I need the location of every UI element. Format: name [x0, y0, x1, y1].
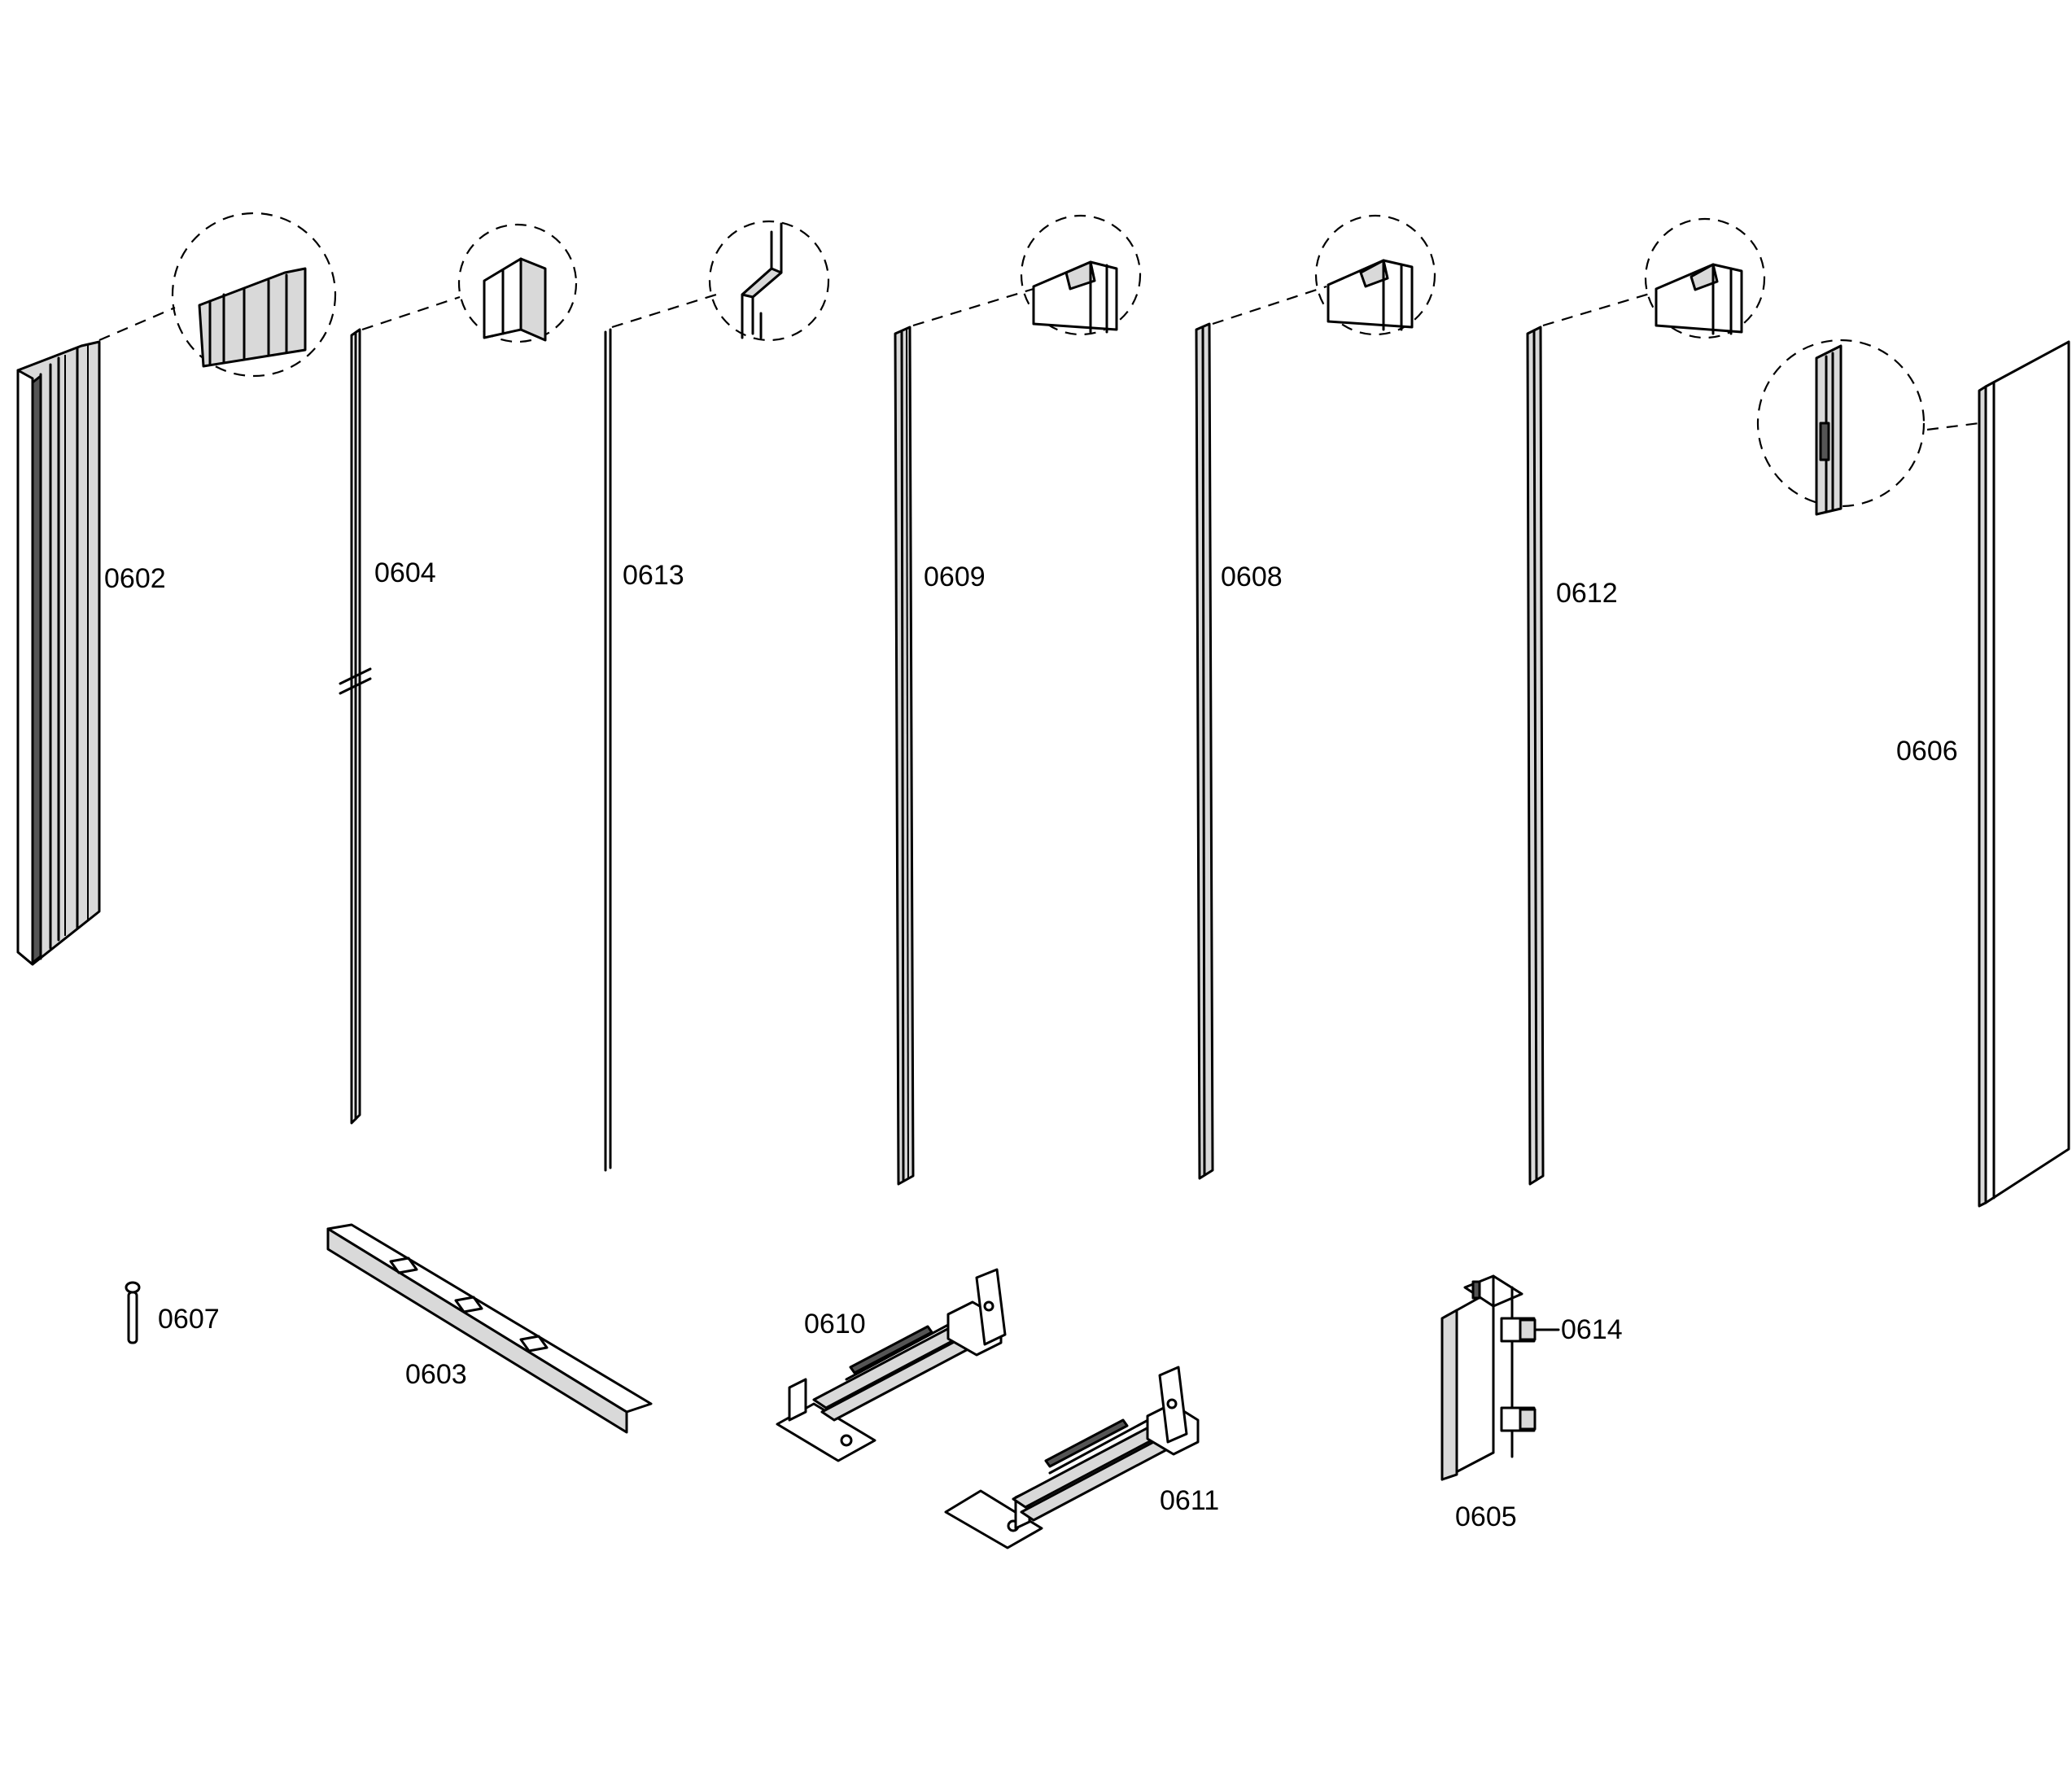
- part-0603: [326, 1223, 653, 1434]
- detail-circle-0602: [171, 212, 337, 378]
- part-0614: [1500, 1317, 1560, 1432]
- part-0610: [776, 1268, 1007, 1462]
- part-0612: [1526, 217, 1766, 1186]
- detail-circle-0609: [1020, 214, 1142, 336]
- label-0602: 0602: [104, 563, 166, 594]
- part-0604: [339, 223, 578, 1125]
- part-0607: [125, 1281, 141, 1344]
- label-0603: 0603: [405, 1359, 467, 1390]
- label-0612: 0612: [1556, 578, 1618, 609]
- label-0606: 0606: [1896, 736, 1958, 767]
- part-0608: [1195, 214, 1436, 1180]
- part-0602: [16, 212, 337, 966]
- detail-circle-0606: [1756, 339, 1926, 508]
- detail-circle-0604: [457, 223, 578, 343]
- label-0611: 0611: [1160, 1485, 1219, 1516]
- label-0609: 0609: [924, 562, 986, 592]
- part-0605: [1440, 1274, 1523, 1481]
- detail-circle-0612: [1644, 217, 1766, 339]
- label-0608: 0608: [1221, 562, 1283, 592]
- label-0610: 0610: [804, 1309, 866, 1340]
- detail-circle-0608: [1314, 214, 1436, 336]
- part-0606: [1756, 339, 2070, 1208]
- label-0605: 0605: [1455, 1501, 1517, 1532]
- part-0609: [894, 214, 1142, 1186]
- part-0611: [944, 1366, 1200, 1549]
- label-0604: 0604: [374, 557, 436, 588]
- label-0607: 0607: [158, 1304, 220, 1335]
- part-0613: [604, 220, 830, 1172]
- label-0613: 0613: [623, 560, 684, 591]
- detail-circle-0613: [708, 220, 830, 342]
- label-0614: 0614: [1561, 1314, 1623, 1345]
